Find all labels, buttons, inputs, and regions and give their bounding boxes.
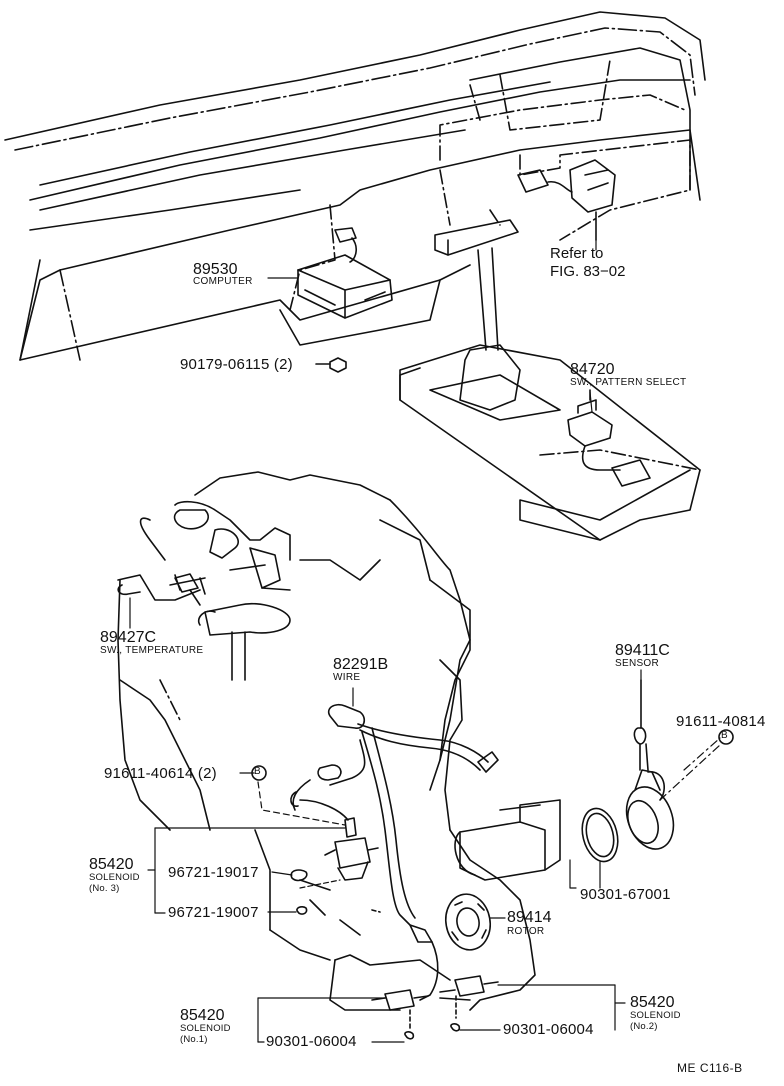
label-85420-no1-number: 85420 — [180, 1007, 225, 1024]
label-82291b-name: WIRE — [333, 672, 361, 683]
label-84720-number: 84720 — [570, 361, 615, 378]
label-89427c-number: 89427C — [100, 629, 157, 646]
label-90179-number: 90179-06115 (2) — [180, 356, 293, 373]
label-89411c-name: SENSOR — [615, 658, 660, 669]
label-89414-name: ROTOR — [507, 926, 545, 937]
label-90301-06004-b-number: 90301-06004 — [503, 1021, 594, 1038]
dashboard-drawing — [4, 11, 706, 373]
label-89530-number: 89530 — [193, 261, 238, 278]
label-89427c-name: SW., TEMPERATURE — [100, 645, 204, 656]
ref-b-right-text: B — [721, 730, 728, 741]
label-91611-40614-number: 91611-40614 (2) — [104, 765, 217, 782]
label-96721-19017-number: 96721-19017 — [168, 864, 259, 881]
ref-b-left-text: B — [254, 766, 261, 777]
label-89414-number: 89414 — [507, 909, 552, 926]
label-85420-no2-name: SOLENOID — [630, 1010, 681, 1021]
label-82291b-number: 82291B — [333, 656, 389, 673]
label-85420-no2-sub: (No.2) — [630, 1021, 658, 1032]
label-85420-no3-number: 85420 — [89, 856, 134, 873]
refer-to-line2: FIG. 83−02 — [550, 263, 626, 280]
label-89411c-number: 89411C — [615, 642, 670, 659]
ref-circle-b-right — [718, 729, 734, 745]
parts-drawing — [174, 573, 675, 1040]
label-90301-06004-a-number: 90301-06004 — [266, 1033, 357, 1050]
label-85420-no3-sub: (No. 3) — [89, 883, 120, 894]
label-91611-40814-number: 91611-40814 — [676, 713, 766, 730]
label-85420-no2-number: 85420 — [630, 994, 675, 1011]
refer-to-line1: Refer to — [550, 245, 604, 262]
figure-code: ME C116-B — [677, 1061, 743, 1075]
ref-circle-b-left — [251, 765, 267, 781]
label-96721-19007-number: 96721-19007 — [168, 904, 259, 921]
label-85420-no3-name: SOLENOID — [89, 872, 140, 883]
label-85420-no1-name: SOLENOID — [180, 1023, 231, 1034]
label-89530-name: COMPUTER — [193, 276, 253, 287]
label-90301-67001-number: 90301-67001 — [580, 886, 671, 903]
label-85420-no1-sub: (No.1) — [180, 1034, 208, 1045]
engine-drawing — [117, 471, 561, 1011]
label-84720-name: SW., PATTERN SELECT — [570, 377, 687, 388]
